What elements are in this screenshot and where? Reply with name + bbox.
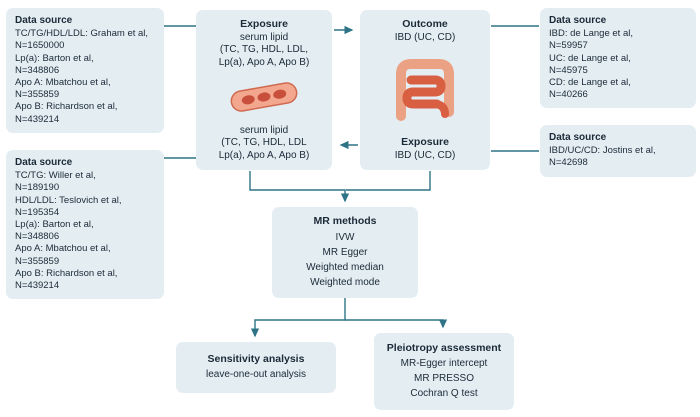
text-line: TC/TG/HDL/LDL: Graham et al, bbox=[15, 28, 149, 40]
text-line: N=40266 bbox=[549, 89, 588, 101]
sensitivity-analysis-box: Sensitivity analysis leave-one-out analy… bbox=[176, 342, 336, 393]
lipid-illustration bbox=[230, 82, 298, 112]
text-line: Lp(a), Apo A, Apo B) bbox=[218, 56, 310, 68]
text-line: N=355859 bbox=[15, 89, 60, 101]
text-line: Apo A: Mbatchou et al, bbox=[15, 243, 111, 255]
sensitivity-text: Sensitivity analysis leave-one-out analy… bbox=[206, 353, 306, 382]
text-line: Cochran Q test bbox=[410, 387, 478, 399]
text-line: IBD/UC/CD: Jostins et al, bbox=[549, 145, 656, 157]
connector-line bbox=[346, 171, 431, 191]
text-line: leave-one-out analysis bbox=[205, 368, 307, 380]
pleiotropy-text: Pleiotropy assessment MR-Egger intercept… bbox=[387, 342, 501, 401]
exposure-top-text: Exposure serum lipid (TC, TG, HDL, LDL, … bbox=[219, 18, 310, 69]
box-title: MR methods bbox=[313, 215, 377, 228]
mr-methods-text: MR methods IVW MR Egger Weighted median … bbox=[306, 215, 384, 290]
text-line: IVW bbox=[335, 231, 355, 243]
text-line: MR PRESSO bbox=[413, 372, 474, 384]
text-line: (TC, TG, HDL, LDL, bbox=[219, 44, 309, 55]
text-line: N=195354 bbox=[15, 206, 60, 218]
exposure-bottom-text: serum lipid (TC, TG, HDL, LDL Lp(a), Apo… bbox=[219, 125, 310, 163]
text-line: N=45975 bbox=[549, 64, 588, 76]
text-line: UC: de Lange et al, bbox=[549, 52, 631, 64]
outcome-exposure-title: Exposure bbox=[401, 136, 449, 148]
text-line: HDL/LDL: Teslovich et al, bbox=[15, 194, 122, 206]
text-line: N=439214 bbox=[15, 113, 60, 125]
text-line: Apo B: Richardson et al, bbox=[15, 101, 118, 113]
box-title: Data source bbox=[549, 132, 607, 143]
text-line: Lp(a): Barton et al, bbox=[15, 52, 94, 64]
arrow-to-sensitivity bbox=[250, 298, 346, 338]
intestine-illustration bbox=[396, 59, 454, 121]
text-line: N=348806 bbox=[15, 64, 60, 76]
arrow-to-pleiotropy bbox=[345, 319, 448, 329]
text-line: N=1650000 bbox=[15, 40, 65, 52]
outcome-bottom-text: Exposure IBD (UC, CD) bbox=[395, 136, 456, 162]
connector-to-mr-methods bbox=[249, 171, 350, 203]
data-source-box-lipids-1: Data source TC/TG/HDL/LDL: Graham et al,… bbox=[6, 8, 164, 133]
text-line: Lp(a), Apo A, Apo B) bbox=[218, 149, 310, 161]
text-line: N=189190 bbox=[15, 182, 60, 194]
mr-methods-box: MR methods IVW MR Egger Weighted median … bbox=[272, 207, 418, 298]
text-line: serum lipid bbox=[239, 124, 289, 136]
text-line: N=42698 bbox=[549, 157, 588, 169]
pleiotropy-assessment-box: Pleiotropy assessment MR-Egger intercept… bbox=[374, 333, 514, 410]
text-line: N=59957 bbox=[549, 40, 588, 52]
text-line: N=355859 bbox=[15, 255, 60, 267]
box-title: Outcome bbox=[402, 18, 448, 30]
text-line: N=439214 bbox=[15, 280, 60, 292]
text-line: Lp(a): Barton et al, bbox=[15, 219, 94, 231]
text-line: (TC, TG, HDL, LDL bbox=[221, 137, 307, 148]
exposure-box: Exposure serum lipid (TC, TG, HDL, LDL, … bbox=[196, 10, 332, 170]
text-line: MR-Egger intercept bbox=[400, 357, 488, 369]
box-title: Data source bbox=[549, 15, 607, 26]
data-source-box-lipids-2: Data source TC/TG: Willer et al, N=18919… bbox=[6, 150, 164, 300]
text-line: Weighted mode bbox=[310, 276, 380, 288]
text-line: Weighted median bbox=[306, 261, 384, 273]
text-line: TC/TG: Willer et al, bbox=[15, 170, 96, 182]
text-line: MR Egger bbox=[322, 246, 368, 258]
text-line: CD: de Lange et al, bbox=[549, 77, 631, 89]
data-source-box-ibd-1: Data source IBD: de Lange et al, N=59957… bbox=[540, 8, 696, 109]
text-line: Apo B: Richardson et al, bbox=[15, 267, 118, 279]
data-source-box-ibd-2: Data source IBD/UC/CD: Jostins et al, N=… bbox=[540, 125, 696, 177]
box-title: Data source bbox=[15, 15, 73, 26]
text-line: IBD (UC, CD) bbox=[394, 31, 456, 43]
box-title: Sensitivity analysis bbox=[207, 353, 305, 365]
text-line: IBD: de Lange et al, bbox=[549, 28, 633, 40]
box-title: Pleiotropy assessment bbox=[386, 342, 502, 354]
text-line: N=348806 bbox=[15, 231, 60, 243]
outcome-box: Outcome IBD (UC, CD) Exposure IBD (UC, C… bbox=[360, 10, 490, 170]
box-title: Exposure bbox=[240, 18, 288, 30]
outcome-top-text: Outcome IBD (UC, CD) bbox=[395, 18, 456, 44]
text-line: Apo A: Mbatchou et al, bbox=[15, 77, 111, 89]
text-line: IBD (UC, CD) bbox=[394, 149, 456, 161]
box-title: Data source bbox=[15, 157, 73, 168]
text-line: serum lipid bbox=[239, 31, 289, 43]
